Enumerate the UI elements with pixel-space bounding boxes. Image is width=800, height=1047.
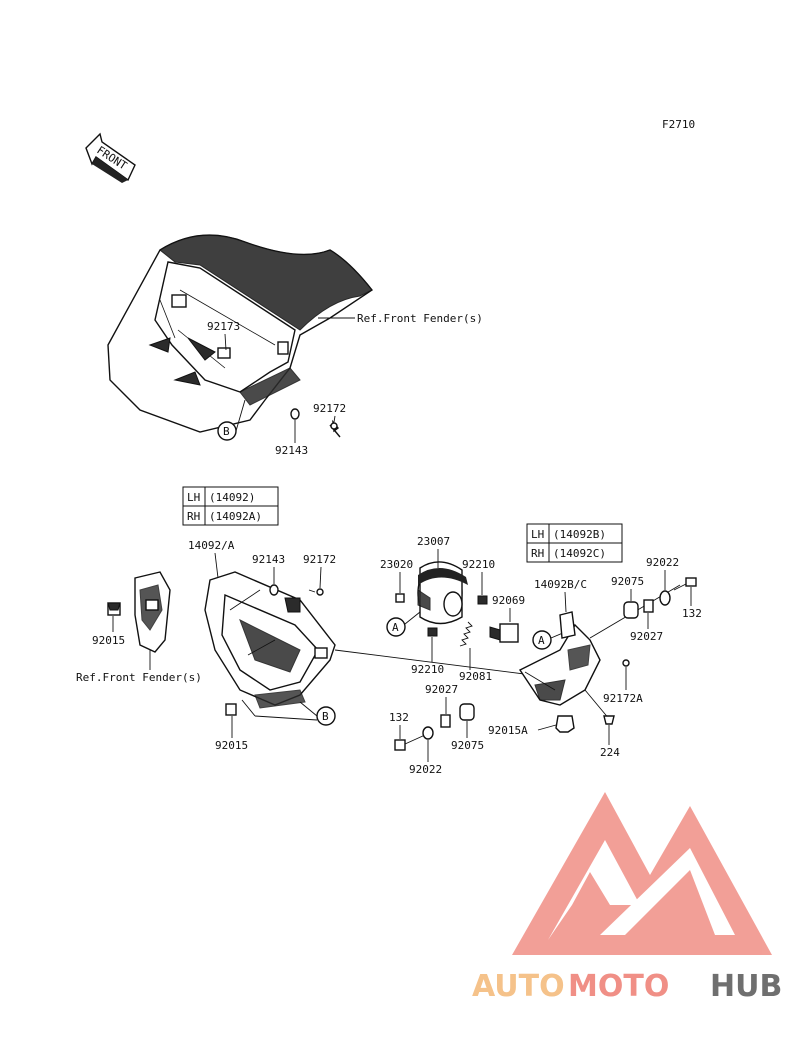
front-arrow-icon: FRONT [85,132,136,183]
part-132-right: 132 [682,607,702,620]
part-23020: 23020 [380,558,413,571]
part-224: 224 [600,746,620,759]
part-14092-a: 14092/A [188,539,235,552]
svg-text:B: B [322,710,329,723]
side-table-left: LH (14092) RH (14092A) [182,486,279,526]
bushing-icon [623,601,639,619]
svg-text:LH: LH [531,528,544,541]
figure-code: F2710 [662,118,695,131]
collar-icon [440,714,451,728]
collar-icon [643,599,654,613]
part-92069: 92069 [492,594,525,607]
svg-text:HUB: HUB [710,969,782,1004]
part-92015a: 92015A [488,724,528,737]
svg-text:RH: RH [187,510,200,523]
bushing-icon [459,703,475,721]
mount-bracket [518,611,601,706]
headlight-housing [204,571,336,709]
callout-a-right [532,630,552,650]
side-table-right: LH (14092B) RH (14092C) [526,523,623,563]
ref-front-fender-left: Ref.Front Fender(s) [76,671,202,684]
headlight-unit [417,561,468,625]
screw-icon [308,588,324,596]
screw-icon [329,419,341,438]
svg-text:A: A [538,634,545,647]
part-132-left: 132 [389,711,409,724]
part-92075-top: 92075 [611,575,644,588]
ref-front-fender-top: Ref.Front Fender(s) [357,312,483,325]
part-92015-left: 92015 [92,634,125,647]
part-92173: 92173 [207,320,240,333]
part-92022-top: 92022 [646,556,679,569]
front-cowl-assembly [107,234,374,433]
part-92172-mid: 92172 [303,553,336,566]
callout-a-left [386,617,406,637]
svg-text:(14092B): (14092B) [553,528,606,541]
svg-text:(14092): (14092) [209,491,255,504]
watermark-text: AUTO MOTO HUB [472,969,782,1004]
bolt-icon [394,734,426,751]
part-92172a: 92172A [603,692,643,705]
part-92143-mid: 92143 [252,553,285,566]
part-92022-low: 92022 [409,763,442,776]
part-92075-low: 92075 [451,739,484,752]
svg-text:(14092A): (14092A) [209,510,262,523]
part-92210-low: 92210 [411,663,444,676]
fender-bracket [107,571,171,653]
part-92143-top: 92143 [275,444,308,457]
part-14092b-c: 14092B/C [534,578,587,591]
bulb-icon [489,623,519,643]
svg-text:(14092C): (14092C) [553,547,606,560]
part-92081: 92081 [459,670,492,683]
nut-icon [555,715,575,733]
part-23007: 23007 [417,535,450,548]
svg-text:RH: RH [531,547,544,560]
part-92172-top: 92172 [313,402,346,415]
bolt-icon [603,715,615,725]
part-92027-top: 92027 [630,630,663,643]
screw-icon [622,659,630,667]
washer-icon [422,726,434,740]
spring-icon [459,621,473,647]
svg-text:LH: LH [187,491,200,504]
washer-icon [290,408,300,420]
svg-text:MOTO: MOTO [568,969,669,1004]
part-92015-low: 92015 [215,739,248,752]
svg-text:AUTO: AUTO [472,969,565,1004]
part-92027-low: 92027 [425,683,458,696]
svg-text:B: B [223,425,230,438]
svg-text:A: A [392,621,399,634]
washer-icon [659,590,671,606]
watermark-logo-icon [512,792,772,955]
bolt-icon [673,577,697,591]
part-92210-top: 92210 [462,558,495,571]
washer-icon [269,584,279,596]
